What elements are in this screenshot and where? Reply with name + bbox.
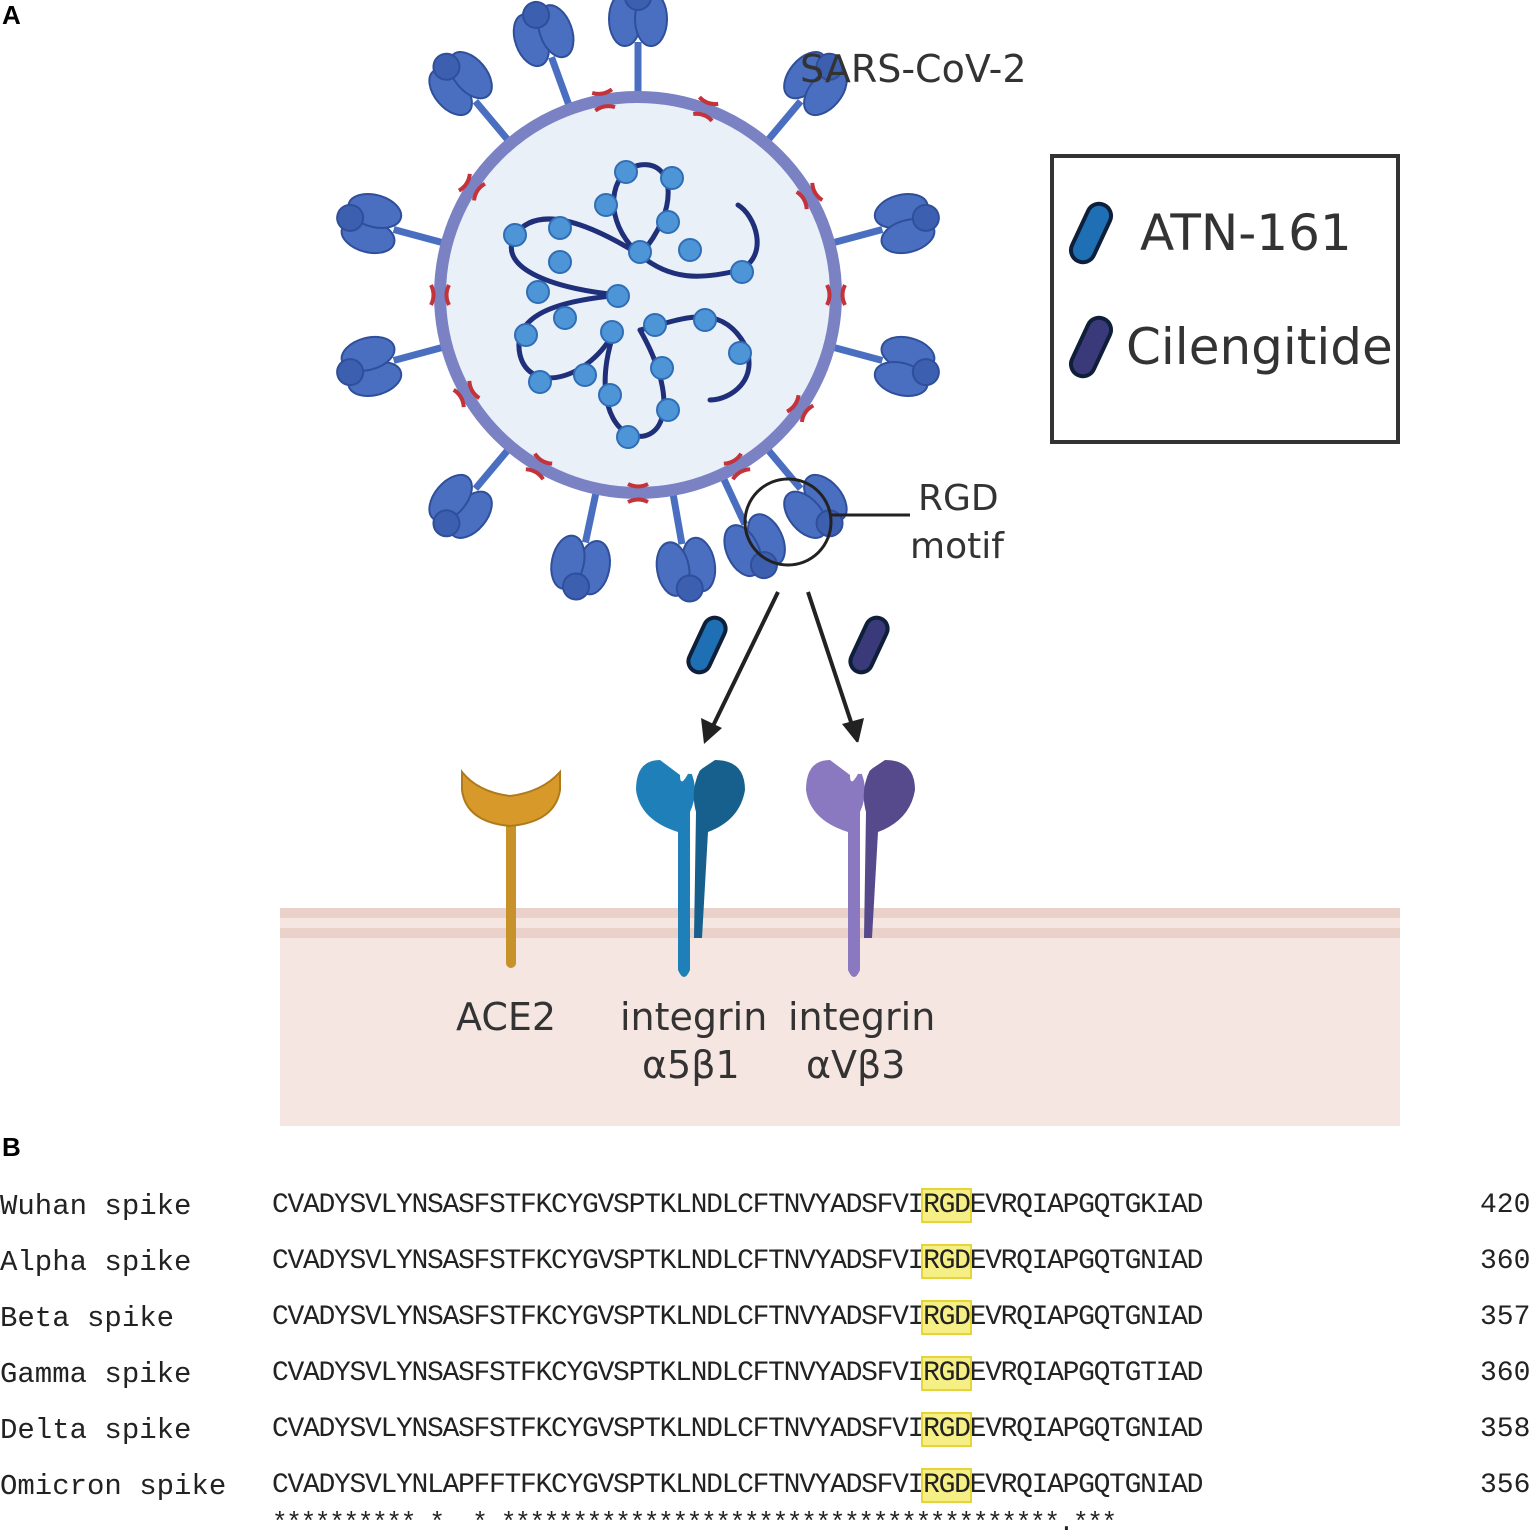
panel-b-letter: B xyxy=(2,1132,21,1162)
row-label: Delta spike xyxy=(0,1414,192,1447)
ace2-receptor xyxy=(461,769,561,968)
rgd-highlight: RGD xyxy=(921,1412,972,1447)
row-label: Wuhan spike xyxy=(0,1190,192,1223)
rgd-label-line1: RGD xyxy=(918,478,999,519)
conservation-line: ********** * * *************************… xyxy=(272,1508,1117,1538)
panel-a-diagram: RGD motif SARS-CoV-2 ATN-161 Cilengitide xyxy=(280,0,1400,1126)
virus-label: SARS-CoV-2 xyxy=(800,47,1027,91)
row-sequence: CVADYSVLYNSASFSTFKCYGVSPTKLNDLCFTNVYADSF… xyxy=(272,1412,1203,1447)
legend-label-cilengitide: Cilengitide xyxy=(1126,318,1393,376)
legend-label-atn161: ATN-161 xyxy=(1140,204,1352,262)
row-label: Alpha spike xyxy=(0,1246,192,1279)
ace2-label: ACE2 xyxy=(456,995,556,1039)
panel-a-letter: A xyxy=(2,0,21,30)
integrin-a5b1-label-line2: α5β1 xyxy=(642,1043,740,1087)
row-label: Beta spike xyxy=(0,1302,175,1335)
legend-box xyxy=(1050,154,1400,444)
cell-membrane xyxy=(280,908,1400,1126)
row-position: 360 xyxy=(1480,1246,1531,1277)
row-position: 356 xyxy=(1480,1470,1531,1501)
atn161-legend-icon xyxy=(1068,201,1114,265)
cilengitide-legend-icon xyxy=(1068,315,1114,379)
row-label: Omicron spike xyxy=(0,1470,227,1503)
viral-envelope xyxy=(434,91,842,499)
row-label: Gamma spike xyxy=(0,1358,192,1391)
cilengitide-drug-icon xyxy=(848,615,890,675)
row-sequence: CVADYSVLYNSASFSTFKCYGVSPTKLNDLCFTNVYADSF… xyxy=(272,1244,1203,1279)
row-sequence: CVADYSVLYNSASFSTFKCYGVSPTKLNDLCFTNVYADSF… xyxy=(272,1300,1203,1335)
row-sequence: CVADYSVLYNLAPFFTFKCYGVSPTKLNDLCFTNVYADSF… xyxy=(272,1468,1203,1503)
row-sequence: CVADYSVLYNSASFSTFKCYGVSPTKLNDLCFTNVYADSF… xyxy=(272,1356,1203,1391)
integrin-a5b1-receptor xyxy=(636,742,745,977)
rgd-highlight: RGD xyxy=(921,1300,972,1335)
row-position: 360 xyxy=(1480,1358,1531,1389)
rgd-highlight: RGD xyxy=(921,1356,972,1391)
rgd-highlight: RGD xyxy=(921,1468,972,1503)
row-position: 420 xyxy=(1480,1190,1531,1221)
atn161-drug-icon xyxy=(686,615,728,675)
rgd-highlight: RGD xyxy=(921,1188,972,1223)
integrin-avb3-receptor xyxy=(806,742,915,977)
binding-arrows xyxy=(701,591,864,744)
row-sequence: CVADYSVLYNSASFSTFKCYGVSPTKLNDLCFTNVYADSF… xyxy=(272,1188,1203,1223)
rgd-callout-circle xyxy=(743,477,833,567)
row-position: 358 xyxy=(1480,1414,1531,1445)
integrin-avb3-label-line1: integrin xyxy=(788,995,935,1039)
integrin-avb3-label-line2: αVβ3 xyxy=(806,1043,905,1087)
integrin-a5b1-label-line1: integrin xyxy=(620,995,767,1039)
rgd-label-line2: motif xyxy=(910,526,1005,567)
nucleocapsid-proteins xyxy=(503,160,754,449)
rgd-highlight: RGD xyxy=(921,1244,972,1279)
row-position: 357 xyxy=(1480,1302,1531,1333)
